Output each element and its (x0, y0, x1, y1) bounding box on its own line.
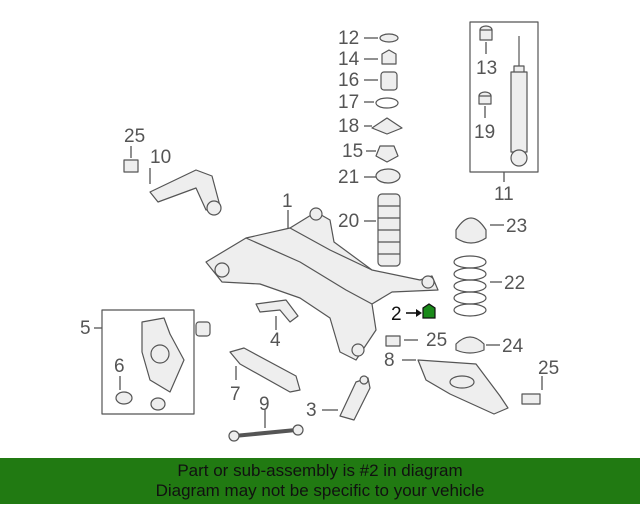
upper-mount-stack (364, 33, 403, 267)
coil-spring-22 (453, 255, 487, 317)
callout-25-upper: 25 (124, 126, 145, 147)
callout-7: 7 (230, 384, 241, 405)
banner-line-1: Part or sub-assembly is #2 in diagram (177, 461, 463, 480)
shock-absorber-group (469, 21, 539, 182)
callout-1: 1 (282, 191, 293, 212)
info-banner: Part or sub-assembly is #2 in diagram Di… (0, 458, 640, 504)
callout-25-right: 25 (538, 358, 559, 379)
toe-link-9 (228, 410, 304, 442)
callout-15: 15 (342, 141, 363, 162)
bolt-25b (385, 335, 401, 347)
nut-14 (381, 49, 397, 65)
callout-9: 9 (259, 394, 270, 415)
dust-boot-20 (377, 193, 401, 267)
bushing-16 (380, 71, 398, 91)
callout-6: 6 (114, 356, 125, 377)
callout-19: 19 (474, 122, 495, 143)
mount-15 (375, 145, 399, 163)
knuckle (141, 317, 185, 393)
callout-12: 12 (338, 28, 359, 49)
link-4 (255, 299, 299, 330)
lower-bushing-19 (478, 91, 492, 118)
spring-seat-24 (455, 336, 485, 354)
lower-link-7 (229, 347, 301, 393)
shock-absorber (510, 36, 528, 167)
cap-21 (375, 168, 401, 184)
highlighted-part-2 (406, 303, 436, 319)
subframe-1 (205, 207, 439, 361)
callout-3: 3 (306, 400, 317, 421)
washer-12 (379, 33, 399, 43)
callout-11: 11 (494, 184, 514, 205)
callout-14: 14 (338, 49, 360, 70)
ring-17 (375, 97, 399, 109)
callout-20: 20 (338, 211, 359, 232)
spring-seat-23 (455, 217, 487, 244)
mount-plate-18 (371, 117, 403, 135)
callout-4: 4 (270, 330, 281, 351)
spring-group (453, 217, 504, 354)
lower-arm-8 (385, 335, 543, 415)
callout-5: 5 (80, 318, 91, 339)
callout-21: 21 (338, 167, 359, 188)
callout-24: 24 (502, 336, 524, 357)
callout-2: 2 (391, 304, 402, 325)
callout-23: 23 (506, 216, 527, 237)
bolt-25c (521, 393, 541, 405)
callout-10: 10 (150, 147, 171, 168)
callout-17: 17 (338, 92, 359, 113)
callout-18: 18 (338, 116, 359, 137)
callout-25-middle: 25 (426, 330, 447, 351)
callout-22: 22 (504, 273, 525, 294)
callout-13: 13 (476, 58, 497, 79)
callout-16: 16 (338, 70, 359, 91)
bushing-6 (115, 391, 133, 405)
bolt-25a (123, 159, 139, 173)
link-3 (322, 375, 371, 421)
knuckle-group (94, 309, 211, 415)
upper-bushing-13 (479, 25, 493, 54)
callout-8: 8 (384, 350, 395, 371)
rear-suspension-diagram: 12 14 16 17 18 15 21 20 13 19 11 23 22 2… (80, 21, 559, 442)
upper-arm-10 (123, 146, 222, 216)
banner-line-2: Diagram may not be specific to your vehi… (155, 481, 485, 500)
knuckle-detail-box (101, 309, 195, 415)
